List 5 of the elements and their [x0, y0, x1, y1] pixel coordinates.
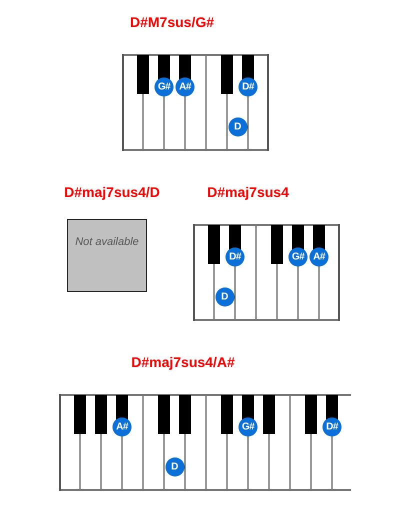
chord-name: D#M7sus/G# [130, 14, 214, 30]
chord-name: D#maj7sus4 [207, 184, 289, 200]
chord-name: D#maj7sus4/A# [131, 354, 235, 370]
chord-name: D#maj7sus4/D [64, 184, 160, 200]
placeholder-panel: Not available [67, 219, 147, 292]
